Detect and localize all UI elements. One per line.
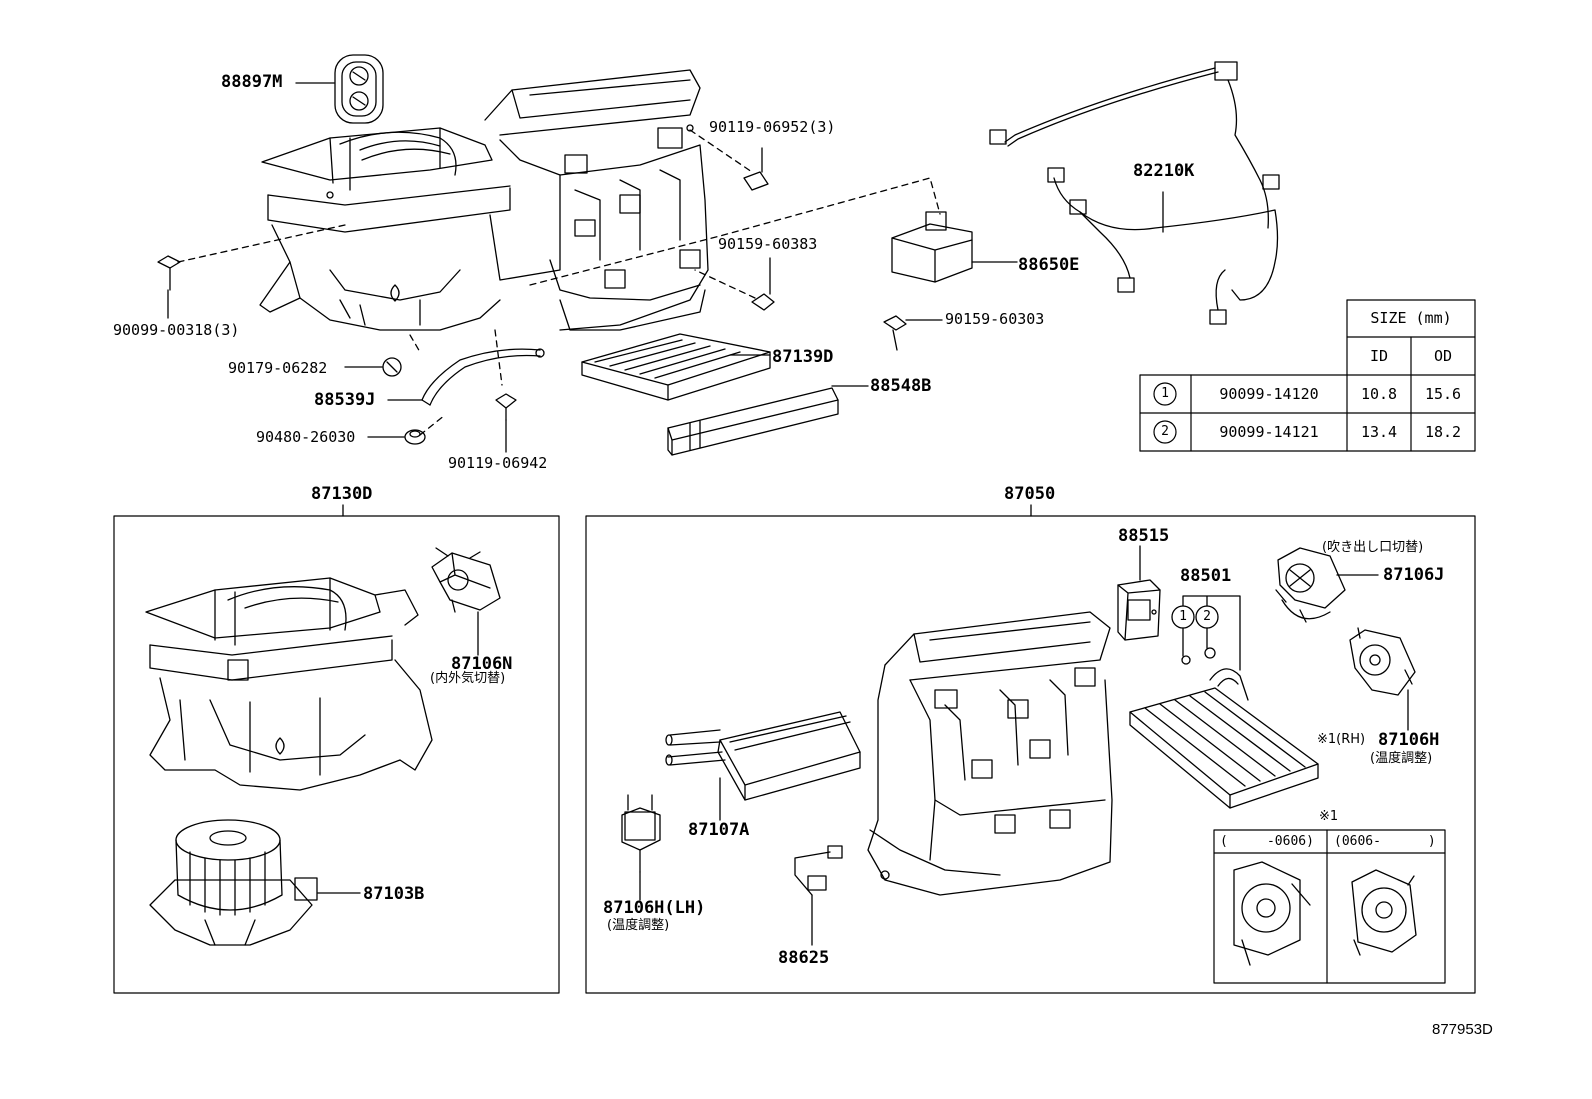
expansion-valve-88515-drawing bbox=[1117, 579, 1161, 641]
actuator-87106j-drawing bbox=[1275, 547, 1346, 623]
heater-core-87107a-drawing bbox=[665, 711, 861, 801]
module-88650e-drawing bbox=[891, 211, 1018, 283]
size-table-row2-marker: 2 bbox=[1161, 424, 1169, 439]
screw-90119-06942-drawing bbox=[495, 393, 517, 421]
actuator-variant-new-drawing bbox=[1351, 869, 1417, 956]
label-90159-60383: 90159-60383 bbox=[718, 235, 818, 253]
blower-motor-87103b-drawing bbox=[149, 819, 318, 946]
grommet-88897m-drawing bbox=[334, 54, 384, 124]
size-table-row1-od: 15.6 bbox=[1424, 385, 1462, 403]
size-table-col-id: ID bbox=[1369, 347, 1389, 365]
label-88539j: 88539J bbox=[314, 390, 376, 410]
label-90119-06952: 90119-06952(3) bbox=[709, 118, 836, 136]
label-87106j-note: (吹き出し口切替) bbox=[1322, 540, 1424, 555]
sensor-88625-drawing bbox=[794, 845, 843, 896]
screw-90159-60383-drawing bbox=[751, 257, 775, 311]
label-88501: 88501 bbox=[1180, 566, 1232, 586]
label-88897m: 88897M bbox=[221, 72, 283, 92]
label-90099-00318: 90099-00318(3) bbox=[113, 321, 240, 339]
label-87050: 87050 bbox=[1004, 484, 1056, 504]
label-87106j: 87106J bbox=[1383, 565, 1445, 585]
label-87106h-rh: 87106H bbox=[1378, 730, 1440, 750]
label-87106n: 87106N bbox=[451, 654, 513, 674]
size-table-row2-id: 13.4 bbox=[1360, 423, 1398, 441]
size-table-row1-id: 10.8 bbox=[1360, 385, 1398, 403]
hvac-unit-top-drawing bbox=[259, 69, 709, 331]
diagram-id: 877953D bbox=[1432, 1021, 1493, 1038]
version-box-grid bbox=[1213, 829, 1446, 984]
actuator-variant-old-drawing bbox=[1233, 861, 1311, 966]
screw-90159-60303-drawing bbox=[883, 315, 943, 351]
wire-harness-82210k-drawing bbox=[989, 61, 1280, 325]
screw-90119-06952-drawing bbox=[743, 147, 769, 191]
label-87107a: 87107A bbox=[688, 820, 750, 840]
label-90159-60303: 90159-60303 bbox=[945, 310, 1045, 328]
hose-88539j-drawing bbox=[421, 348, 545, 406]
label-90119-06942: 90119-06942 bbox=[448, 454, 548, 472]
label-82210k: 82210K bbox=[1133, 161, 1195, 181]
actuator-87106n-drawing bbox=[431, 547, 501, 613]
blower-assembly-87130d-drawing bbox=[145, 577, 433, 791]
label-90480-26030: 90480-26030 bbox=[256, 428, 356, 446]
label-note-ref: ※1 bbox=[1319, 809, 1339, 824]
label-87130d: 87130D bbox=[311, 484, 373, 504]
size-table-col-od: OD bbox=[1433, 347, 1453, 365]
size-table-row2-od: 18.2 bbox=[1424, 423, 1462, 441]
size-table-row2-part: 90099-14121 bbox=[1219, 423, 1319, 441]
size-table-header: SIZE (mm) bbox=[1370, 309, 1452, 327]
size-table-row1-part: 90099-14120 bbox=[1219, 385, 1319, 403]
filter-case-88548b-drawing bbox=[667, 387, 839, 456]
label-87106h-rh-prefix: ※1(RH) bbox=[1317, 732, 1366, 747]
hvac-case-87050-drawing bbox=[867, 611, 1113, 896]
clip-90179-06282-drawing bbox=[382, 357, 402, 377]
version-box-col1: ( -0606) bbox=[1220, 834, 1314, 849]
size-table-row1-marker: 1 bbox=[1161, 386, 1169, 401]
filter-87139d-drawing bbox=[581, 333, 771, 401]
label-87106n-note: (内外気切替) bbox=[430, 671, 506, 686]
label-87106h-lh-note: (温度調整) bbox=[607, 918, 670, 933]
actuator-87106h-lh-drawing bbox=[621, 794, 661, 873]
label-88515: 88515 bbox=[1118, 526, 1170, 546]
label-87103b: 87103B bbox=[363, 884, 425, 904]
version-box-col2: (0606- ) bbox=[1334, 834, 1436, 849]
label-87106h-rh-note: (温度調整) bbox=[1370, 751, 1433, 766]
circle-marker-1: 1 bbox=[1179, 609, 1187, 624]
label-90179-06282: 90179-06282 bbox=[228, 359, 328, 377]
label-88650e: 88650E bbox=[1018, 255, 1080, 275]
screw-90099-00318-drawing bbox=[157, 255, 181, 291]
dashed-leaders-top bbox=[177, 129, 941, 436]
label-87139d: 87139D bbox=[772, 347, 834, 367]
label-87106h-lh: 87106H(LH) bbox=[603, 898, 706, 918]
size-table-grid bbox=[1139, 299, 1476, 452]
circle-marker-2: 2 bbox=[1203, 609, 1211, 624]
label-88548b: 88548B bbox=[870, 376, 932, 396]
actuator-87106h-rh-drawing bbox=[1349, 627, 1416, 696]
label-88625: 88625 bbox=[778, 948, 830, 968]
grommet-90480-26030-drawing bbox=[404, 429, 426, 445]
